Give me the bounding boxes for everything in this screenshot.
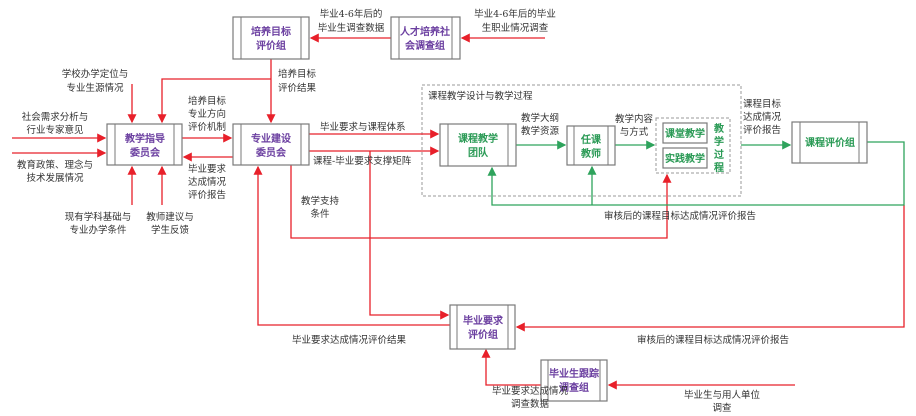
label-goal-direction: 评价机制 xyxy=(188,121,226,133)
label-course-goal-report: 评价报告 xyxy=(743,124,781,136)
box-label: 调查组 xyxy=(559,381,589,394)
box-zhuanye-jianshe[interactable]: 专业建设 委员会 xyxy=(232,123,310,166)
box-label: 人才培养社 xyxy=(400,25,450,38)
box-course-eval[interactable]: 课程评价组 xyxy=(791,121,868,164)
label-teacher-feedback: 学生反馈 xyxy=(151,224,190,236)
label-achieve-report: 毕业要求 xyxy=(188,163,227,175)
box-label: 团队 xyxy=(468,146,489,159)
box-label: 培养目标 xyxy=(251,25,291,38)
box-biye-eval[interactable]: 毕业要求 评价组 xyxy=(449,304,516,350)
teaching-process-group: 课堂教学 实践教学 教 学 过 程 xyxy=(655,117,731,174)
process-label: 教 xyxy=(713,122,725,135)
label-teaching-support: 条件 xyxy=(310,208,330,220)
process-label: 学 xyxy=(714,135,724,148)
box-label: 课程评价组 xyxy=(805,136,855,149)
label-school-position: 学校办学定位与 xyxy=(62,68,129,80)
box-label: 课程教学 xyxy=(458,132,498,145)
box-renke-teacher[interactable]: 任课 教师 xyxy=(566,125,616,166)
green-arrows xyxy=(487,140,905,206)
label-goal-direction: 专业方向 xyxy=(188,108,226,120)
label-reviewed-report-red: 审核后的课程目标达成情况评价报告 xyxy=(637,334,789,346)
label-req-survey-data: 调查数据 xyxy=(511,398,550,410)
label-grad-data: 毕业生调查数据 xyxy=(318,22,385,34)
box-label: 委员会 xyxy=(129,146,160,159)
label-social-needs: 行业专家意见 xyxy=(26,124,83,136)
label-discipline-base: 专业办学条件 xyxy=(69,224,127,236)
box-label: 实践教学 xyxy=(665,152,705,165)
group-title: 课程教学设计与教学过程 xyxy=(428,90,533,102)
box-label: 课堂教学 xyxy=(665,127,705,140)
label-employer-survey: 调查 xyxy=(712,402,732,414)
process-label: 过 xyxy=(714,148,724,161)
box-rencai-survey[interactable]: 人才培养社 会调查组 xyxy=(390,16,461,60)
box-label: 毕业生跟踪 xyxy=(549,367,599,380)
box-practice[interactable] xyxy=(662,147,708,169)
label-teaching-support: 教学支持 xyxy=(301,195,340,207)
label-support-matrix: 课程-毕业要求支撑矩阵 xyxy=(313,155,412,167)
label-goal-direction: 培养目标 xyxy=(188,95,227,107)
process-label: 程 xyxy=(714,161,724,174)
label-career-survey: 生职业情况调查 xyxy=(482,22,549,34)
label-course-goal-report: 课程目标 xyxy=(743,98,782,110)
box-label: 任课 xyxy=(580,133,602,146)
box-label: 毕业要求 xyxy=(463,314,504,327)
label-career-survey: 毕业4-6年后的毕业 xyxy=(474,8,556,20)
box-tracking[interactable]: 毕业生跟踪 调查组 xyxy=(540,359,608,402)
label-social-needs: 社会需求分析与 xyxy=(22,111,89,123)
label-peiyang-result: 评价结果 xyxy=(278,82,317,94)
label-reviewed-report-green: 审核后的课程目标达成情况评价报告 xyxy=(604,210,756,222)
label-grad-data: 毕业4-6年后的 xyxy=(320,8,383,20)
label-school-position: 专业生源情况 xyxy=(66,82,124,94)
flow-labels: 毕业4-6年后的 毕业生调查数据 毕业4-6年后的毕业 生职业情况调查 学校办学… xyxy=(17,8,789,414)
label-syllabus: 教学大纲 xyxy=(521,112,559,124)
box-label: 专业建设 xyxy=(251,132,291,145)
box-label: 教学指导 xyxy=(124,132,165,145)
label-peiyang-result: 培养目标 xyxy=(278,68,317,80)
label-course-goal-report: 达成情况 xyxy=(743,111,782,123)
box-peiyang-eval[interactable]: 培养目标 评价组 xyxy=(232,16,310,60)
label-req-system: 毕业要求与课程体系 xyxy=(320,121,406,133)
box-jiaoxue-zhidao[interactable]: 教学指导 委员会 xyxy=(106,123,183,166)
box-label: 委员会 xyxy=(255,146,286,159)
label-employer-survey: 毕业生与用人单位 xyxy=(684,389,761,401)
label-syllabus: 教学资源 xyxy=(521,125,560,137)
box-kecheng-team[interactable]: 课程教学 团队 xyxy=(439,123,517,167)
box-label: 会调查组 xyxy=(405,39,445,52)
label-achieve-report: 评价报告 xyxy=(188,189,226,201)
label-achieve-report: 达成情况 xyxy=(188,176,227,188)
label-content-method: 教学内容 xyxy=(615,113,654,125)
label-discipline-base: 现有学科基础与 xyxy=(65,211,132,223)
label-req-result: 毕业要求达成情况评价结果 xyxy=(292,334,407,346)
label-teacher-feedback: 教师建议与 xyxy=(146,211,194,223)
label-edu-policy: 技术发展情况 xyxy=(26,172,84,184)
label-edu-policy: 教育政策、理念与 xyxy=(17,159,93,171)
red-arrows xyxy=(12,33,905,390)
label-content-method: 与方式 xyxy=(620,126,649,138)
box-label: 评价组 xyxy=(256,39,286,52)
label-req-survey-data: 毕业要求达成情况 xyxy=(492,385,569,397)
box-classroom[interactable] xyxy=(662,122,708,144)
box-label: 评价组 xyxy=(468,328,498,341)
box-label: 教师 xyxy=(580,147,601,160)
